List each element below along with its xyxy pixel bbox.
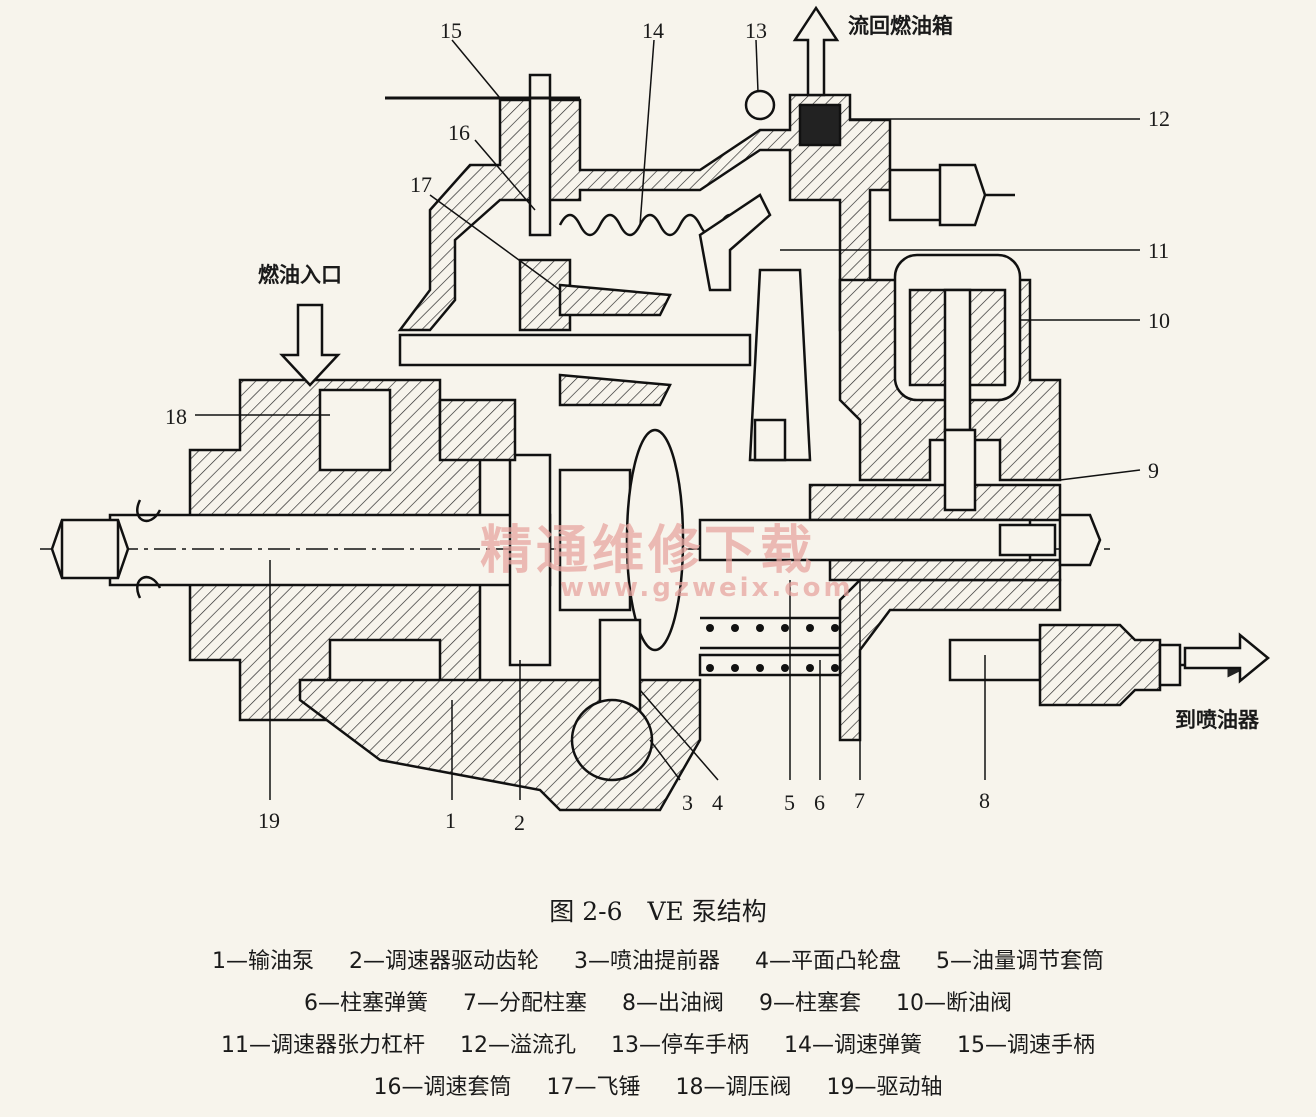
legend-row-3: 11—调速器张力杠杆 12—溢流孔 13—停车手柄 14—调速弹簧 15—调速手…: [0, 1027, 1316, 1059]
callout-18: 18: [165, 404, 187, 429]
legend-item: 5—油量调节套筒: [936, 949, 1104, 974]
legend-row-4: 16—调速套筒 17—飞锤 18—调压阀 19—驱动轴: [0, 1069, 1316, 1101]
legend-item: 8—出油阀: [622, 991, 724, 1016]
legend-item: 11—调速器张力杠杆: [221, 1033, 425, 1058]
governor-assembly: [398, 73, 812, 462]
callout-13: 13: [745, 18, 767, 43]
ve-pump-diagram: 15 14 13 12 16 17 11 10 18 9 19 1 2 3 4 …: [40, 5, 1270, 835]
label-return-tank: 流回燃油箱: [848, 14, 953, 38]
legend-item: 19—驱动轴: [826, 1075, 943, 1100]
callout-9: 9: [1148, 458, 1159, 483]
legend-item: 10—断油阀: [896, 991, 1012, 1016]
legend-row-2: 6—柱塞弹簧 7—分配柱塞 8—出油阀 9—柱塞套 10—断油阀: [0, 985, 1316, 1017]
label-fuel-inlet: 燃油入口: [258, 263, 342, 287]
callout-16: 16: [448, 120, 470, 145]
plunger-spring: [706, 624, 839, 672]
callout-5: 5: [784, 790, 795, 815]
callout-7: 7: [854, 788, 865, 813]
legend-item: 12—溢流孔: [460, 1033, 576, 1058]
legend-item: 16—调速套筒: [373, 1075, 512, 1100]
callout-numbers: 15 14 13 12 16 17 11 10 18 9 19 1 2 3 4 …: [165, 18, 1170, 835]
leader-lines: [195, 39, 1141, 800]
callout-8: 8: [979, 788, 990, 813]
figure-caption: 图 2-6 VE 泵结构: [549, 897, 767, 926]
callout-15: 15: [440, 18, 462, 43]
stop-lever: [744, 89, 776, 121]
callout-4: 4: [712, 790, 723, 815]
legend-item: 18—调压阀: [675, 1075, 792, 1100]
pump-housing: [188, 93, 1062, 812]
callout-10: 10: [1148, 308, 1170, 333]
callout-1: 1: [445, 808, 456, 833]
callout-19: 19: [258, 808, 280, 833]
legend-item: 13—停车手柄: [611, 1033, 749, 1058]
legend-item: 1—输油泵: [212, 949, 314, 974]
watermark-url: www.gzweix.com: [560, 573, 854, 603]
callout-17: 17: [410, 172, 432, 197]
overflow-plug: [798, 103, 1015, 227]
legend-item: 2—调速器驱动齿轮: [349, 949, 539, 974]
callout-2: 2: [514, 810, 525, 835]
legend-item: 17—飞锤: [546, 1075, 641, 1100]
callout-11: 11: [1148, 238, 1169, 263]
legend-item: 9—柱塞套: [759, 991, 861, 1016]
delivery-valve: [948, 623, 1253, 707]
watermark-main: 精通维修下载: [480, 521, 816, 581]
pump-internals: [318, 388, 1102, 782]
callout-12: 12: [1148, 106, 1170, 131]
legend-row-1: 1—输油泵 2—调速器驱动齿轮 3—喷油提前器 4—平面凸轮盘 5—油量调节套筒: [0, 943, 1316, 975]
legend-item: 3—喷油提前器: [574, 949, 720, 974]
legend-item: 14—调速弹簧: [784, 1033, 922, 1058]
flow-arrows: [279, 5, 1270, 684]
label-to-injector: 到喷油器: [1175, 708, 1260, 732]
callout-14: 14: [642, 18, 664, 43]
callout-3: 3: [682, 790, 693, 815]
solenoid-valve: [893, 253, 1022, 512]
legend-item: 4—平面凸轮盘: [755, 949, 901, 974]
legend-item: 6—柱塞弹簧: [304, 991, 428, 1016]
drive-shaft: [40, 499, 1110, 599]
legend-item: 15—调速手柄: [957, 1033, 1095, 1058]
callout-6: 6: [814, 790, 825, 815]
legend-item: 7—分配柱塞: [463, 991, 587, 1016]
